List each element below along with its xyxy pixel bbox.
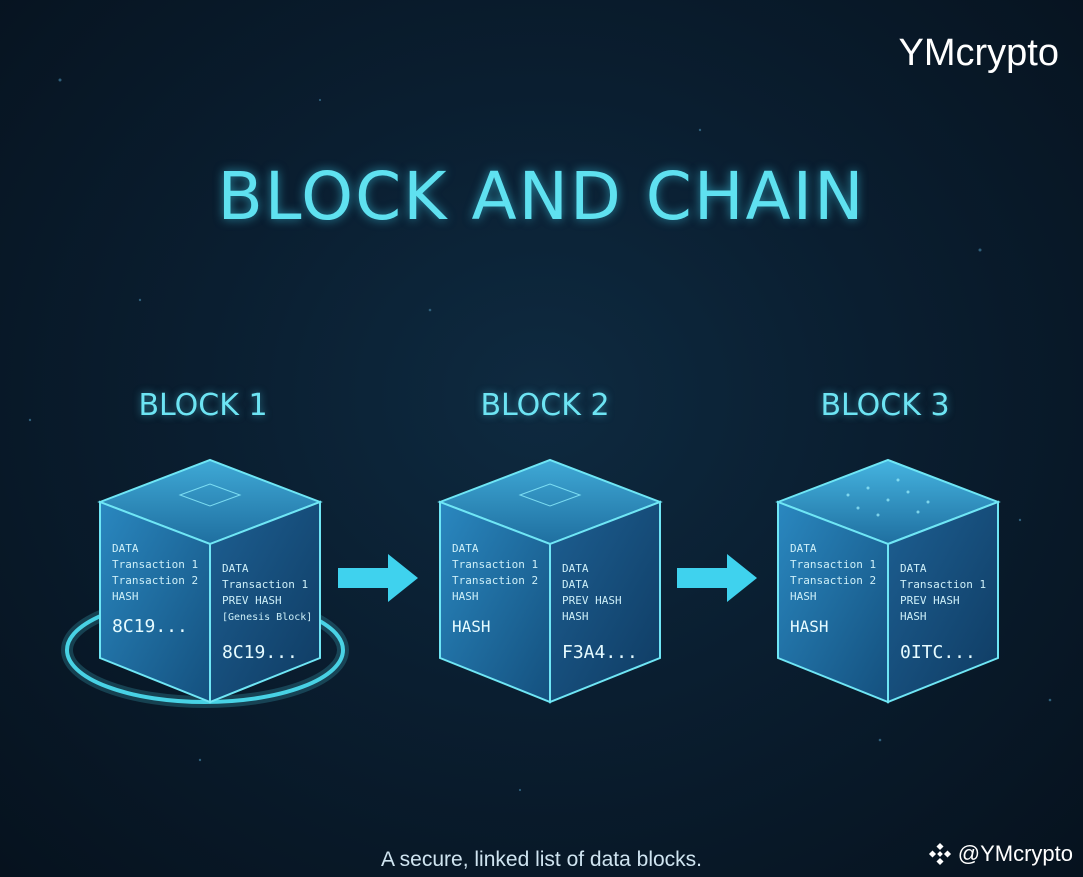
block-1-right-line-1: Transaction 1	[222, 578, 308, 591]
handle-text: @YMcrypto	[957, 841, 1073, 866]
block-3-right-line-1: Transaction 1	[900, 578, 986, 591]
block-2-left-line-2: Transaction 2	[452, 574, 538, 587]
block-3-label: BLOCK 3	[820, 388, 950, 423]
block-3-left-line-0: DATA	[790, 542, 817, 555]
block-3-right-hash: 0ITC...	[900, 642, 976, 663]
block-1-right-line-0: DATA	[222, 562, 249, 575]
block-2-right-hash: F3A4...	[562, 642, 638, 663]
social-handle[interactable]: @YMcrypto	[928, 841, 1073, 867]
block-2-right-line-2: PREV HASH	[562, 594, 622, 607]
block-3-cube: DATA Transaction 1 Transaction 2 HASH HA…	[775, 458, 1001, 704]
block-3-left-line-3: HASH	[790, 590, 817, 603]
binance-diamond-icon	[928, 842, 951, 866]
block-1-label: BLOCK 1	[138, 388, 268, 423]
arrow-right-icon	[677, 554, 757, 602]
block-2-right-line-3: HASH	[562, 610, 589, 623]
block-2-right-line-0: DATA	[562, 562, 589, 575]
block-2-cube: DATA Transaction 1 Transaction 2 HASH HA…	[437, 458, 663, 704]
block-1-right-hash: 8C19...	[222, 642, 298, 663]
block-1-left-line-0: DATA	[112, 542, 139, 555]
page-title: BLOCK AND CHAIN	[217, 158, 866, 235]
block-3-left-line-1: Transaction 1	[790, 558, 876, 571]
block-2-left-line-1: Transaction 1	[452, 558, 538, 571]
block-1-left-hash: 8C19...	[112, 616, 188, 637]
block-2-label: BLOCK 2	[480, 388, 610, 423]
block-1-left-line-1: Transaction 1	[112, 558, 198, 571]
block-3-right-line-3: HASH	[900, 610, 927, 623]
block-3-right-line-0: DATA	[900, 562, 927, 575]
block-1-right-line-2: PREV HASH	[222, 594, 282, 607]
block-1-cube: DATA Transaction 1 Transaction 2 HASH 8C…	[97, 458, 323, 704]
block-2-left-hash: HASH	[452, 617, 491, 636]
arrow-right-icon	[338, 554, 418, 602]
caption: A secure, linked list of data blocks.	[381, 848, 702, 871]
block-2-right-line-1: DATA	[562, 578, 589, 591]
block-1-left-line-2: Transaction 2	[112, 574, 198, 587]
brand-name: YMcrypto	[898, 32, 1059, 74]
block-3-left-hash: HASH	[790, 617, 829, 636]
block-3-right-line-2: PREV HASH	[900, 594, 960, 607]
block-3-left-line-2: Transaction 2	[790, 574, 876, 587]
block-2-left-line-3: HASH	[452, 590, 479, 603]
block-1-right-line-3: [Genesis Block]	[222, 612, 312, 623]
block-1-left-line-3: HASH	[112, 590, 139, 603]
block-2-left-line-0: DATA	[452, 542, 479, 555]
